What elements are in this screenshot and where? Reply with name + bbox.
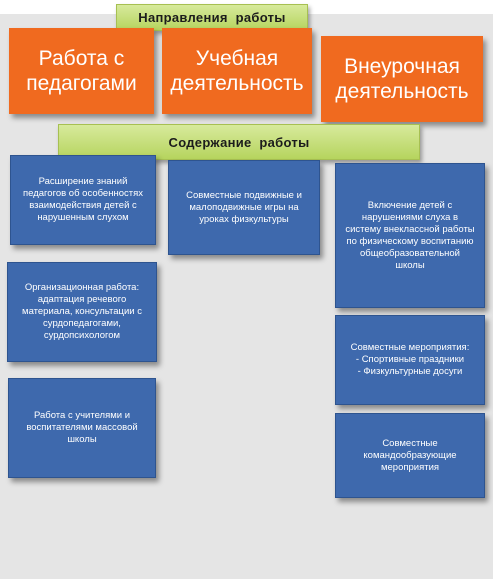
content-header-label: Содержание работы: [168, 134, 310, 150]
content-text: Включение детей с нарушениями слуха в си…: [345, 199, 475, 271]
content-text: Совместные мероприятия: - Спортивные пра…: [350, 342, 470, 377]
content-text: Совместные подвижные и малоподвижные игр…: [186, 189, 302, 225]
content-text: Совместные командообразующие мероприятия: [363, 437, 457, 473]
content-box-team-building: Совместные командообразующие мероприятия: [335, 413, 485, 498]
content-box-teachers-knowledge: Расширение знаний педагогов об особеннос…: [10, 155, 156, 245]
direction-extracurricular: Внеурочная деятельность: [321, 36, 483, 122]
direction-extracurricular-label: Внеурочная деятельность: [335, 55, 469, 103]
content-text: Организационная работа: адаптация речево…: [22, 282, 142, 341]
direction-teachers: Работа с педагогами: [9, 28, 154, 114]
content-box-organizational-work: Организационная работа: адаптация речево…: [7, 262, 157, 362]
directions-header-label: Направления работы: [138, 10, 286, 25]
content-box-joint-events: Совместные мероприятия: - Спортивные пра…: [335, 315, 485, 405]
direction-teachers-label: Работа с педагогами: [26, 47, 137, 95]
content-box-work-with-school-teachers: Работа с учителями и воспитателями массо…: [8, 378, 156, 478]
content-box-inclusion: Включение детей с нарушениями слуха в си…: [335, 163, 485, 308]
content-text: Работа с учителями и воспитателями массо…: [26, 410, 138, 445]
direction-academic-label: Учебная деятельность: [170, 47, 304, 95]
direction-academic: Учебная деятельность: [162, 28, 312, 114]
content-text: Расширение знаний педагогов об особеннос…: [23, 176, 143, 223]
content-header: Содержание работы: [58, 124, 420, 160]
content-box-joint-games: Совместные подвижные и малоподвижные игр…: [168, 160, 320, 255]
directions-header: Направления работы: [116, 4, 308, 31]
